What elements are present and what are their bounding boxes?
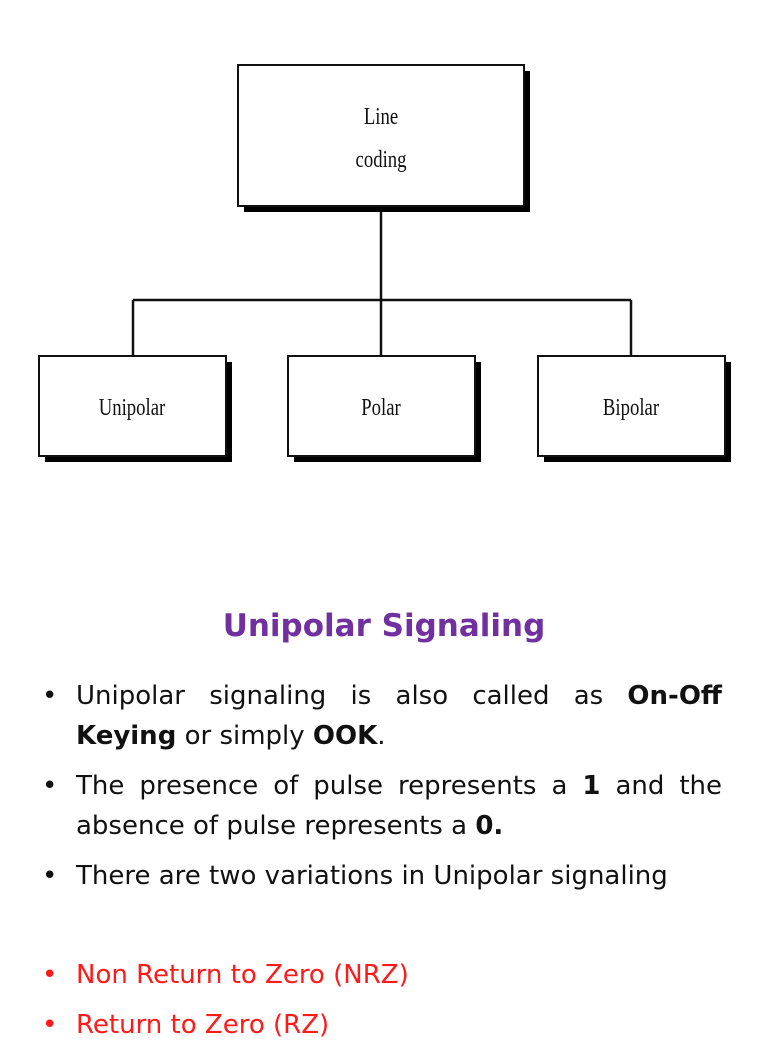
root-node: Line coding <box>237 64 530 212</box>
bullet-dot-icon: • <box>42 960 58 990</box>
bullet-text: Unipolar signaling is also called as <box>76 681 628 711</box>
bullet-dot-icon: • <box>42 771 58 801</box>
node-polar-label: Polar <box>361 394 401 421</box>
node-bipolar-label: Bipolar <box>603 394 659 421</box>
variation-text: Non Return to Zero (NRZ) <box>76 960 409 990</box>
bullet-bold-text: OOK <box>312 721 378 751</box>
bullet-bold-text: 0. <box>475 811 504 841</box>
bullet-text: or simply <box>176 721 313 751</box>
line-coding-diagram: Line coding Unipolar Polar Bipolar <box>38 64 731 462</box>
root-label-line1: Line <box>364 103 398 130</box>
bullet-list: • Unipolar signaling is also called as O… <box>42 676 722 906</box>
bullet-bold-text: On-Off Keying <box>76 681 722 751</box>
bullet-bold-text: 1 <box>582 771 601 801</box>
bullet-text: There are two variations in Unipolar sig… <box>76 861 668 891</box>
variation-list: • Non Return to Zero (NRZ) • Return to Z… <box>42 955 722 1055</box>
variation-item-rz: • Return to Zero (RZ) <box>42 1005 722 1045</box>
bullet-dot-icon: • <box>42 1010 58 1040</box>
bullet-item-ook: • Unipolar signaling is also called as O… <box>42 676 722 756</box>
node-unipolar: Unipolar <box>38 355 232 462</box>
bullet-dot-icon: • <box>42 681 58 711</box>
variation-item-nrz: • Non Return to Zero (NRZ) <box>42 955 722 995</box>
section-title: Unipolar Signaling <box>222 608 546 644</box>
connectors <box>131 205 633 356</box>
bullet-item-variations: • There are two variations in Unipolar s… <box>42 856 722 896</box>
bullet-item-pulse: • The presence of pulse represents a 1 a… <box>42 766 722 846</box>
root-label-line2: coding <box>356 146 407 173</box>
bullet-text: and the absence of pulse represents a <box>76 771 722 841</box>
node-polar: Polar <box>287 355 481 462</box>
bullet-text: The presence of pulse represents a <box>76 771 583 801</box>
node-bipolar: Bipolar <box>537 355 731 462</box>
bullet-dot-icon: • <box>42 861 58 891</box>
node-unipolar-label: Unipolar <box>99 394 166 421</box>
bullet-text: . <box>377 721 386 751</box>
variation-text: Return to Zero (RZ) <box>76 1010 330 1040</box>
